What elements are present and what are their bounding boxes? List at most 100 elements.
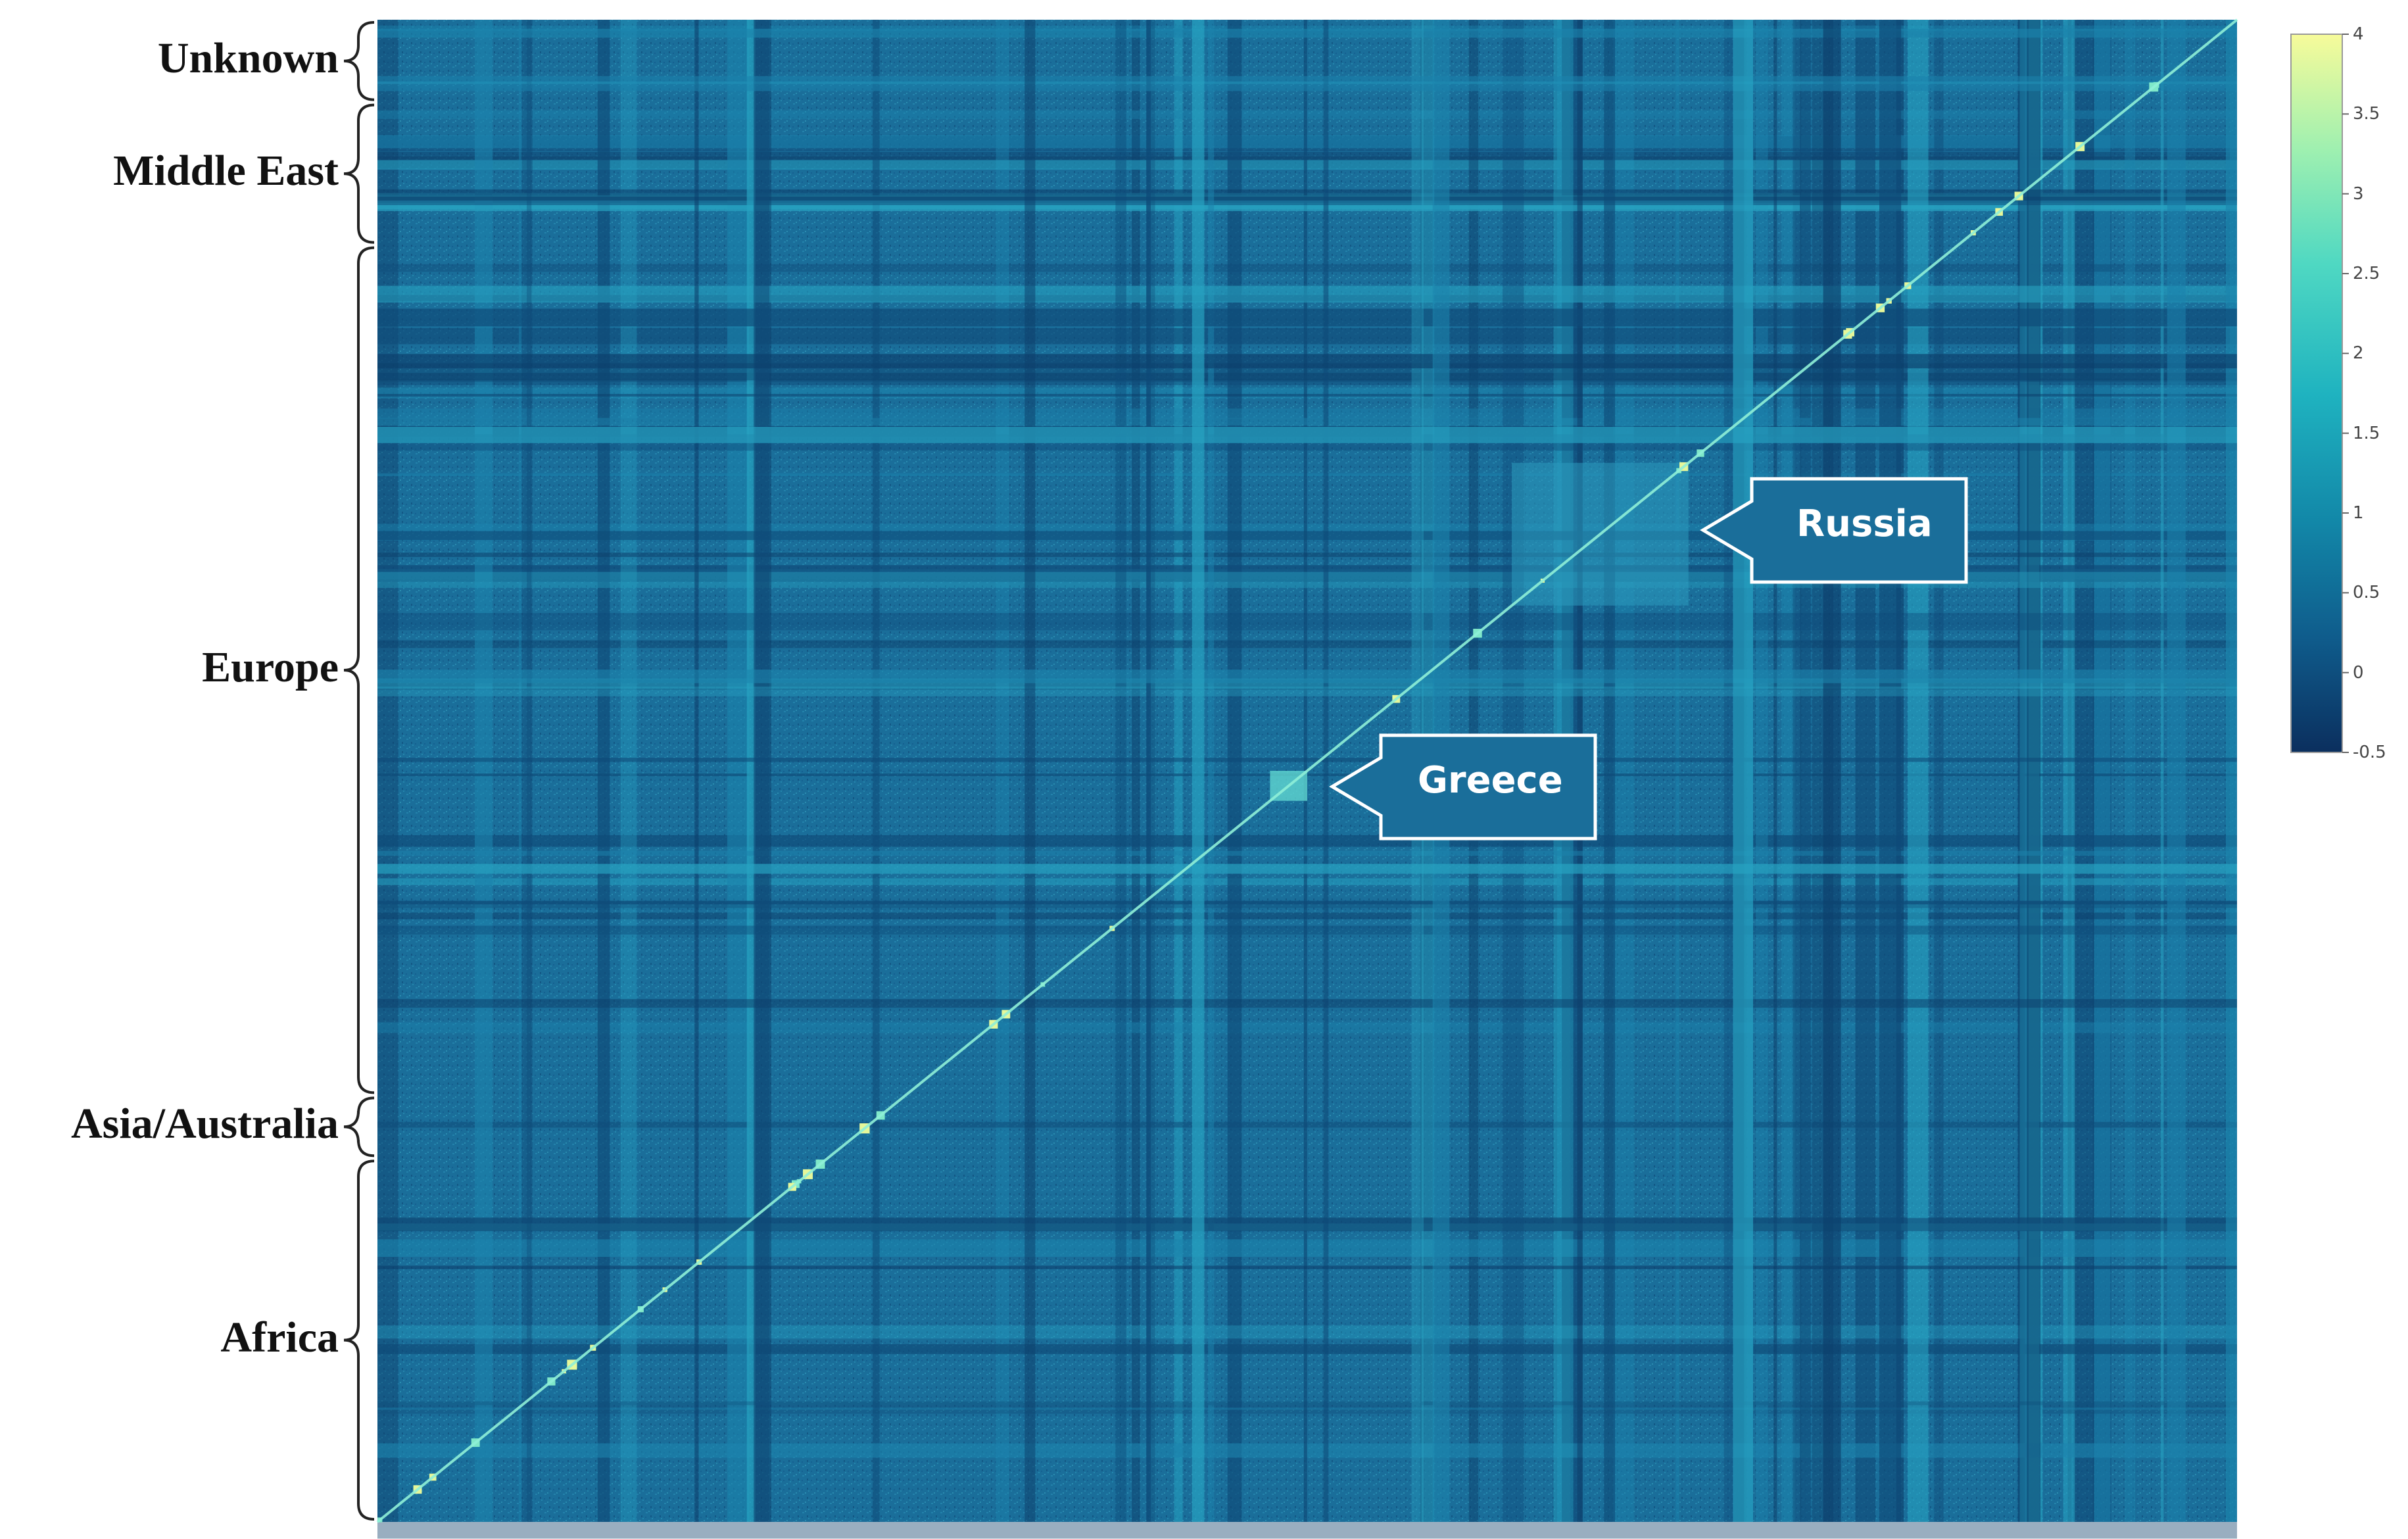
brace-asia-australia (343, 1096, 375, 1158)
heatmap-row-band (377, 387, 2237, 399)
heatmap-column-band (1934, 20, 1944, 1522)
heatmap-row-band (377, 1401, 2237, 1405)
callout-label-russia: Russia (1796, 502, 1933, 545)
colorbar-tick-label: 0.5 (2353, 583, 2380, 603)
heatmap-column-band (377, 20, 398, 1522)
colorbar (2290, 34, 2349, 753)
heatmap-column-band (1146, 20, 1151, 1522)
heatmap-row-band (377, 264, 2237, 272)
heatmap-row-band (377, 285, 2237, 303)
heatmap-column-band (1733, 20, 1754, 1522)
heatmap-row-band (377, 473, 2237, 477)
heatmap-row-band (377, 1218, 2237, 1231)
heatmap-column-band (1024, 20, 1036, 1522)
heatmap-column-band (2167, 20, 2186, 1522)
heatmap-row-band (377, 613, 2237, 631)
heatmap-row-band (377, 640, 2237, 648)
heatmap-row-band (377, 156, 2237, 160)
colorbar-tick-label: 1 (2353, 503, 2364, 523)
heatmap-column-band (1823, 20, 1841, 1522)
heatmap-column-band (1115, 20, 1126, 1522)
heatmap-row-band (377, 418, 2237, 426)
heatmap-row-band (377, 354, 2237, 369)
heatmap-column-band (996, 20, 1009, 1522)
heatmap-column-band (1227, 20, 1242, 1522)
heatmap-column-band (2063, 20, 2075, 1522)
heatmap-row-band (377, 160, 2237, 170)
heatmap-row-band (377, 1405, 2237, 1414)
heatmap-column-band (873, 20, 880, 1522)
region-label-europe: Europe (202, 643, 339, 691)
brace-unknown (343, 21, 375, 101)
heatmap-row-band (377, 1121, 2237, 1128)
colorbar-tick-label: 4 (2353, 24, 2364, 44)
heatmap-row-band (377, 999, 2237, 1008)
heatmap-row-band (377, 758, 2237, 762)
region-label-asia-australia: Asia/Australia (70, 1100, 339, 1148)
heatmap-row-band (377, 110, 2237, 119)
heatmap-column-band (727, 20, 750, 1522)
heatmap-row-band (377, 1443, 2237, 1458)
heatmap-row-band (377, 912, 2237, 919)
heatmap-row-band (377, 552, 2237, 557)
heatmap-column-band (1612, 20, 1634, 1522)
heatmap-row-band (377, 900, 2237, 905)
region-label-unknown: Unknown (157, 34, 339, 82)
colorbar-tick-label: 1.5 (2353, 423, 2380, 443)
heatmap-row-band (377, 670, 2237, 683)
brace-middle-east (343, 103, 375, 244)
heatmap-row-band (377, 850, 2237, 856)
heatmap-column-band (2125, 20, 2136, 1522)
heatmap-row-band (377, 925, 2237, 935)
heatmap-row-band (377, 900, 2237, 908)
colorbar-tick-label: 3.5 (2353, 104, 2380, 124)
heatmap-column-band (1192, 20, 1205, 1522)
callout-box-russia (1700, 477, 1968, 584)
heatmap-row-band (377, 76, 2237, 91)
heatmap-row-band (377, 378, 2237, 385)
heatmap-column-band (519, 20, 522, 1522)
heatmap-column-band (694, 20, 699, 1522)
region-braces (343, 21, 375, 1521)
heatmap-row-band (377, 878, 2237, 885)
colorbar-tick-label: 2.5 (2353, 264, 2380, 283)
brace-africa (343, 1160, 375, 1521)
heatmap-row-band (377, 835, 2237, 847)
callout-label-greece: Greece (1418, 759, 1563, 802)
heatmap-column-band (1800, 20, 1811, 1522)
heatmap-row-band (377, 1344, 2237, 1354)
heatmap-column-band (527, 20, 532, 1522)
heatmap-row-band (377, 135, 2237, 149)
colorbar-tick-label: -0.5 (2353, 743, 2386, 762)
colorbar-tick-label: 0 (2353, 662, 2364, 683)
heatmap-column-band (2160, 20, 2164, 1522)
colorbar-gradient (2290, 34, 2343, 753)
heatmap-column-band (1773, 20, 1777, 1522)
brace-europe (343, 246, 375, 1094)
heatmap-row-band (377, 1325, 2237, 1339)
heatmap-row-band (377, 328, 2237, 345)
heatmap-row-band (377, 373, 2237, 382)
colorbar-tick-label: 2 (2353, 343, 2364, 364)
heatmap-row-band (377, 28, 2237, 38)
heatmap-column-band (2027, 20, 2041, 1522)
heatmap-row-band (377, 1022, 2237, 1033)
heatmap-row-band (377, 1239, 2237, 1258)
heatmap-matrix (376, 18, 2238, 1539)
colorbar-tick-label: 3 (2353, 183, 2364, 204)
heatmap-row-band (377, 408, 2237, 419)
heatmap-diagonal (376, 18, 2238, 1523)
heatmap-column-band (1793, 20, 1801, 1522)
heatmap-row-band (377, 1265, 2237, 1269)
heatmap-column-band (2073, 20, 2094, 1522)
callout-russia (1700, 477, 1968, 584)
heatmap-row-band (377, 686, 2237, 696)
heatmap-column-band (1755, 20, 1768, 1522)
heatmap-column-band (2225, 20, 2237, 1522)
heatmap-column-band (1879, 20, 1902, 1522)
heatmap-row-band (377, 1407, 2237, 1410)
heatmap-column-band (1323, 20, 1329, 1522)
heatmap-column-band (1208, 20, 1215, 1522)
callout-box-greece (1329, 733, 1597, 841)
